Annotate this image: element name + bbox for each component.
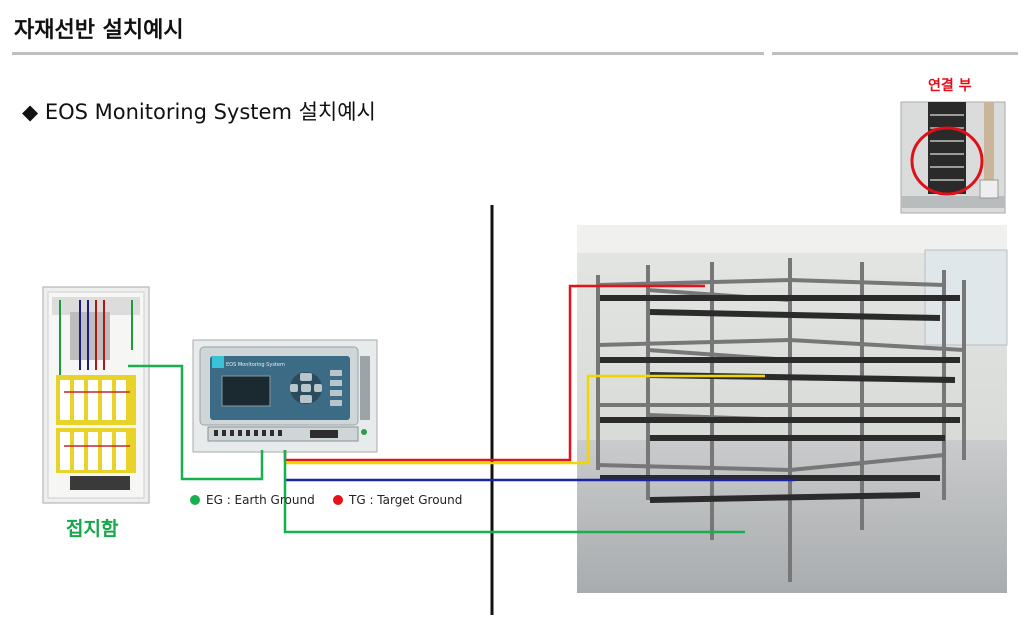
shelf-rack-photo: [577, 225, 1008, 593]
device-screen-title: EOS Monitoring System: [226, 362, 285, 368]
grounding-panel-photo: [42, 286, 150, 504]
red-dot-icon: [333, 495, 343, 505]
connection-inset-label: 연결 부: [928, 78, 972, 94]
wire-yellow: [285, 374, 765, 465]
legend-earth-ground: EG : Earth Ground: [190, 493, 315, 507]
legend-eg-label: EG : Earth Ground: [206, 493, 315, 507]
page-title: 자재선반 설치예시: [14, 18, 184, 43]
legend-tg-label: TG : Target Ground: [349, 493, 463, 507]
eos-device-photo: EOS Monitoring System: [192, 339, 378, 453]
connection-inset-photo: [900, 101, 1006, 214]
section-subtitle: ◆ EOS Monitoring System 설치예시: [22, 100, 376, 124]
connection-highlight-circle: [910, 126, 984, 196]
legend-target-ground: TG : Target Ground: [333, 493, 462, 507]
title-divider-left: [12, 52, 764, 55]
wire-green-eg: [128, 364, 264, 481]
grounding-panel-label: 접지함: [66, 518, 119, 540]
ground-wires: [128, 284, 795, 534]
title-divider-right: [772, 52, 1018, 55]
green-dot-icon: [190, 495, 200, 505]
wire-green-shelf: [283, 450, 745, 534]
